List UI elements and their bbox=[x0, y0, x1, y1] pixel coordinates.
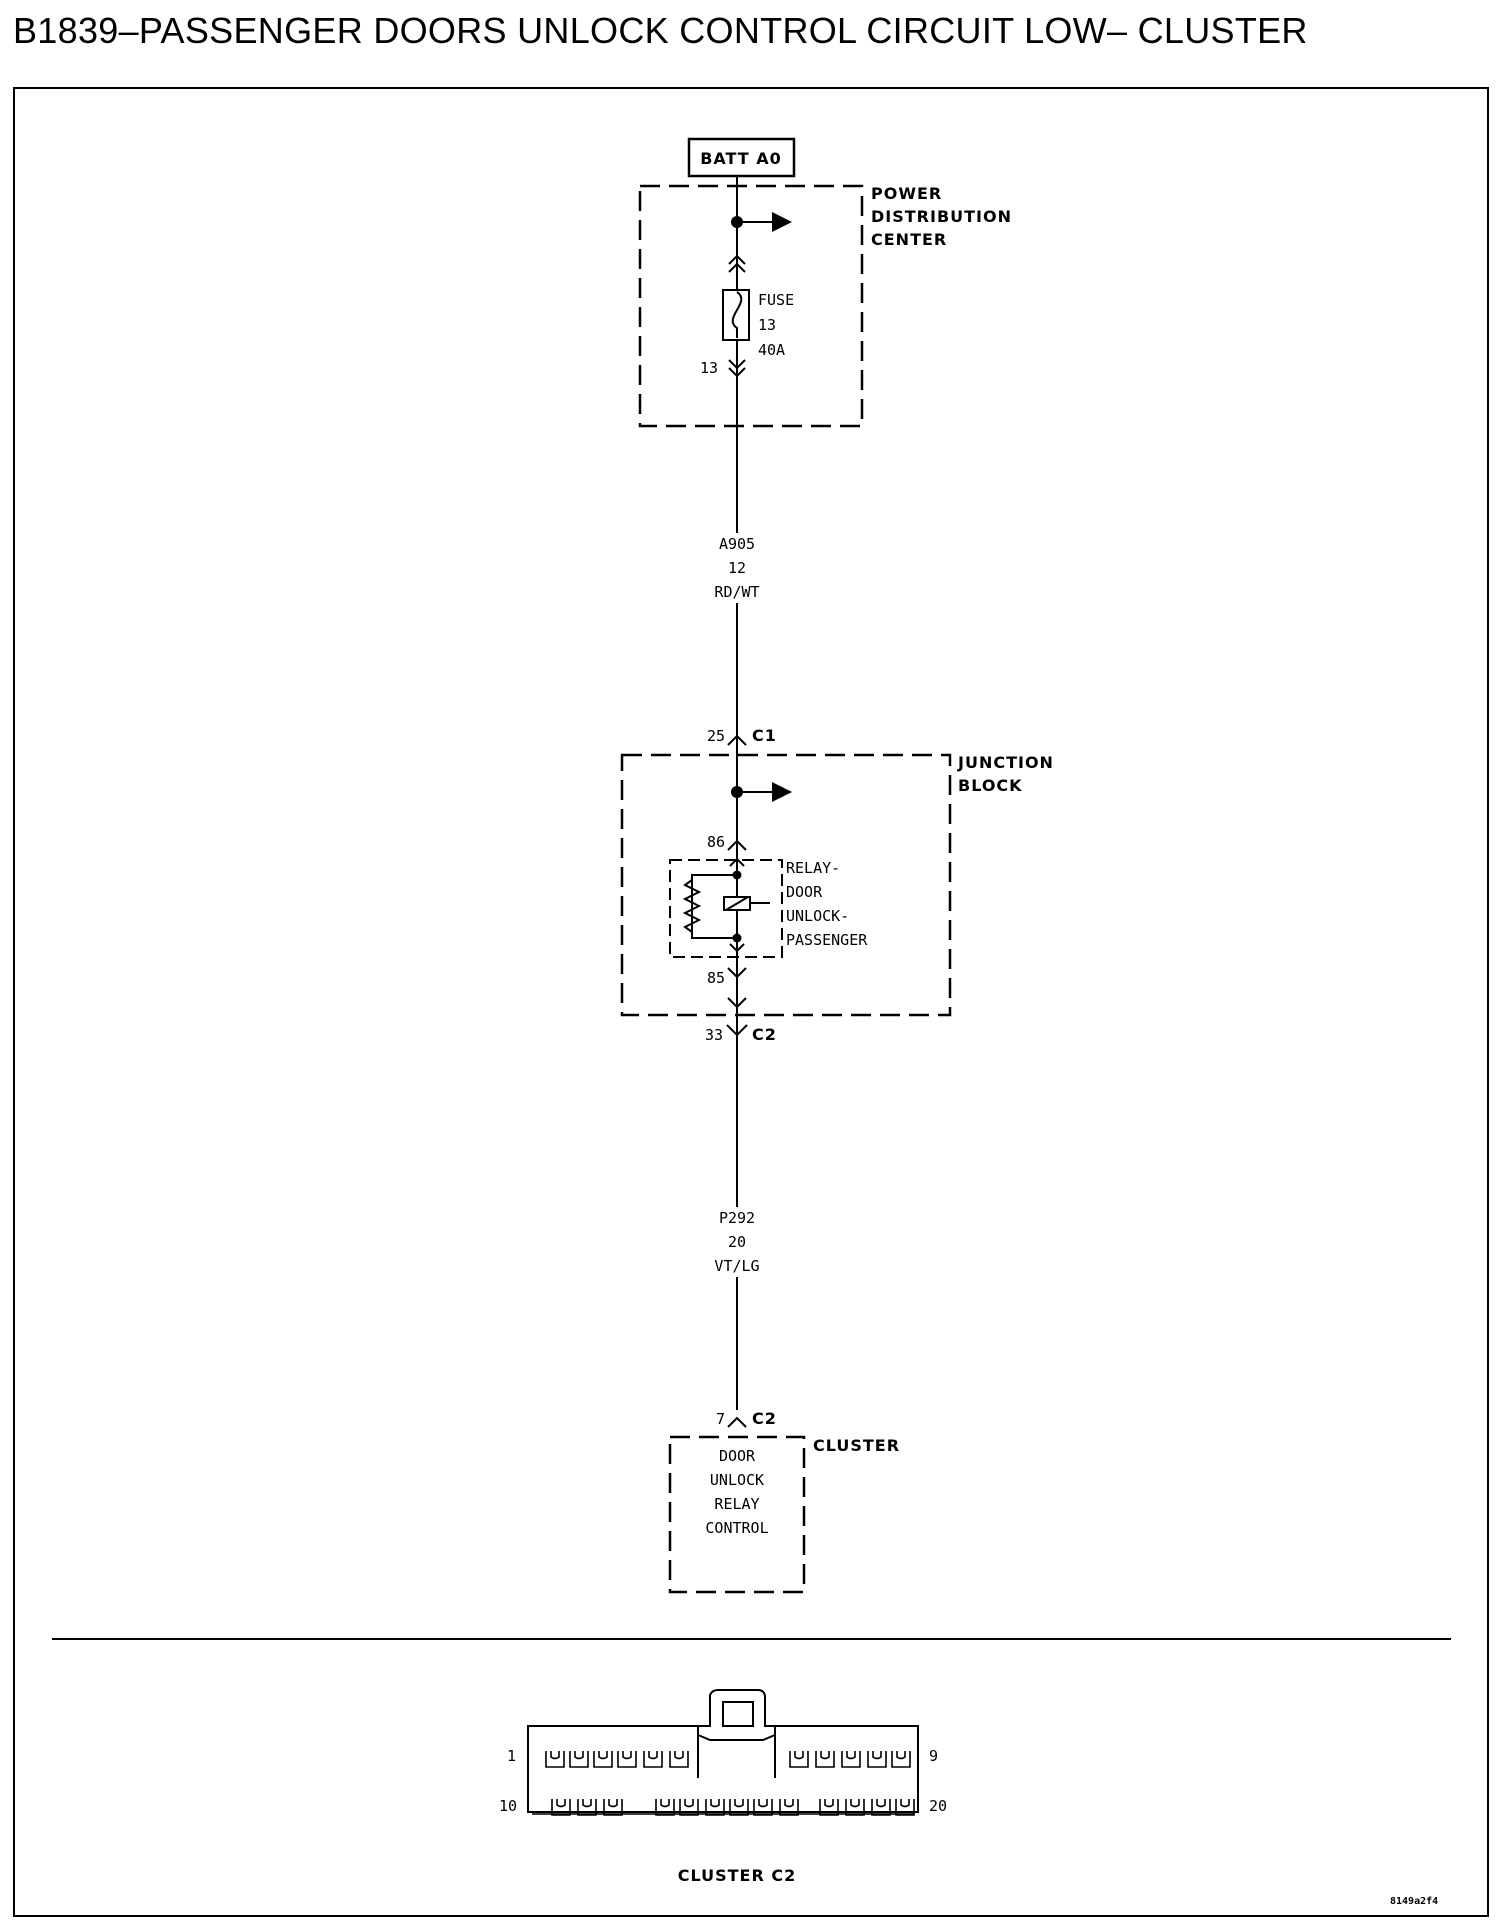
fuse-top-chevron bbox=[728, 254, 746, 273]
fuse-rating: 40A bbox=[758, 341, 785, 359]
connector-title: CLUSTER C2 bbox=[678, 1866, 797, 1885]
relay-coil-slash bbox=[725, 896, 749, 911]
a905-color: RD/WT bbox=[714, 583, 759, 601]
connector-cavity-4 bbox=[617, 1751, 637, 1768]
connector-cavity-12 bbox=[551, 1799, 571, 1816]
a905-circuit: A905 bbox=[719, 535, 755, 553]
jb-c1-pin: 25 bbox=[707, 727, 725, 745]
connector-cavity-3 bbox=[593, 1751, 613, 1768]
pdc-name-3: CENTER bbox=[871, 230, 947, 249]
relay-label-2: DOOR bbox=[786, 883, 823, 901]
a905-gauge: 12 bbox=[728, 559, 746, 577]
fuse-pin: 13 bbox=[700, 359, 718, 377]
connector-cavity-7 bbox=[789, 1751, 809, 1768]
cluster-func-3: RELAY bbox=[714, 1495, 759, 1513]
relay-label-3: UNLOCK- bbox=[786, 907, 849, 925]
connector-cavity-13 bbox=[577, 1799, 597, 1816]
footer-code: 8149a2f4 bbox=[1390, 1896, 1438, 1907]
connector-cavity-14 bbox=[603, 1799, 623, 1816]
relay-pin-bottom: 85 bbox=[707, 969, 725, 987]
connector-pins bbox=[545, 1751, 915, 1816]
p292-gauge: 20 bbox=[728, 1233, 746, 1251]
cluster-box bbox=[668, 1435, 806, 1594]
connector-cavity-16 bbox=[679, 1799, 699, 1816]
relay-box bbox=[669, 859, 783, 958]
connector-cavity-10 bbox=[867, 1751, 887, 1768]
connector-cavity-20 bbox=[779, 1799, 799, 1816]
a905-label-bg bbox=[712, 533, 762, 603]
batt-a0-box: BATT A0 bbox=[687, 137, 796, 178]
connector-cavity-18 bbox=[729, 1799, 749, 1816]
cluster-func-2: UNLOCK bbox=[710, 1471, 764, 1489]
cluster-c2-name: C2 bbox=[752, 1409, 777, 1428]
connector-cavity-22 bbox=[845, 1799, 865, 1816]
connector-cavity-23 bbox=[871, 1799, 891, 1816]
connector-cavity-21 bbox=[819, 1799, 839, 1816]
connector-pin-10: 10 bbox=[499, 1797, 517, 1815]
jb-c2-chevron bbox=[726, 1024, 748, 1037]
jb-c1-name: C1 bbox=[752, 726, 777, 745]
connector-cavity-17 bbox=[705, 1799, 725, 1816]
jb-c1-chevron bbox=[727, 734, 747, 746]
relay-resistor bbox=[682, 879, 702, 933]
connector-body bbox=[527, 1689, 919, 1813]
jb-name-2: BLOCK bbox=[958, 776, 1023, 795]
relay-label-1: RELAY- bbox=[786, 859, 840, 877]
jb-name-1: JUNCTION bbox=[957, 753, 1054, 772]
jb-c2-name: C2 bbox=[752, 1025, 777, 1044]
cluster-c2-chevron bbox=[727, 1416, 747, 1428]
relay-coil-loop bbox=[691, 874, 737, 939]
relay-pin-top: 86 bbox=[707, 833, 725, 851]
page-title: B1839–PASSENGER DOORS UNLOCK CONTROL CIR… bbox=[13, 10, 1308, 51]
fuse-label: FUSE bbox=[758, 291, 794, 309]
cluster-func-1: DOOR bbox=[719, 1447, 756, 1465]
p292-circuit: P292 bbox=[719, 1209, 755, 1227]
connector-cavity-1 bbox=[545, 1751, 565, 1768]
connector-cavity-11 bbox=[891, 1751, 911, 1768]
fuse-number: 13 bbox=[758, 316, 776, 334]
connector-face-view: 1 9 10 20 CLUSTER C2 bbox=[499, 1689, 947, 1885]
batt-a0-label: BATT A0 bbox=[700, 149, 782, 168]
connector-cavity-8 bbox=[815, 1751, 835, 1768]
diagram-frame bbox=[13, 87, 1489, 1917]
connector-center-key bbox=[697, 1726, 776, 1778]
connector-cavity-6 bbox=[669, 1751, 689, 1768]
relay-contact-chevron-bottom bbox=[729, 943, 745, 953]
cluster-name: CLUSTER bbox=[813, 1436, 900, 1455]
jb-internal-chevron bbox=[727, 997, 747, 1009]
relay-label-4: PASSENGER bbox=[786, 931, 868, 949]
p292-label-bg bbox=[712, 1207, 762, 1277]
connector-pin-1: 1 bbox=[507, 1747, 516, 1765]
connector-pin-9: 9 bbox=[929, 1747, 938, 1765]
pdc-name-1: POWER bbox=[871, 184, 942, 203]
connector-pin-20: 20 bbox=[929, 1797, 947, 1815]
connector-cavity-5 bbox=[643, 1751, 663, 1768]
jb-c2-pin: 33 bbox=[705, 1026, 723, 1044]
pdc-name-2: DISTRIBUTION bbox=[871, 207, 1012, 226]
connector-cavity-9 bbox=[841, 1751, 861, 1768]
connector-cavity-2 bbox=[569, 1751, 589, 1768]
junction-block-box bbox=[620, 753, 952, 1017]
p292-color: VT/LG bbox=[714, 1257, 759, 1275]
cluster-c2-pin: 7 bbox=[716, 1410, 725, 1428]
relay-pin85-chevron bbox=[727, 967, 747, 979]
connector-latch bbox=[722, 1701, 754, 1727]
fuse-element bbox=[731, 291, 743, 338]
cluster-func-4: CONTROL bbox=[705, 1519, 768, 1537]
relay-pin86-chevron bbox=[727, 839, 747, 851]
connector-cavity-24 bbox=[895, 1799, 915, 1816]
relay-contact-chevron-top bbox=[729, 857, 745, 867]
fuse-bottom-chevron bbox=[728, 359, 746, 378]
connector-cavity-19 bbox=[753, 1799, 773, 1816]
connector-cavity-15 bbox=[655, 1799, 675, 1816]
